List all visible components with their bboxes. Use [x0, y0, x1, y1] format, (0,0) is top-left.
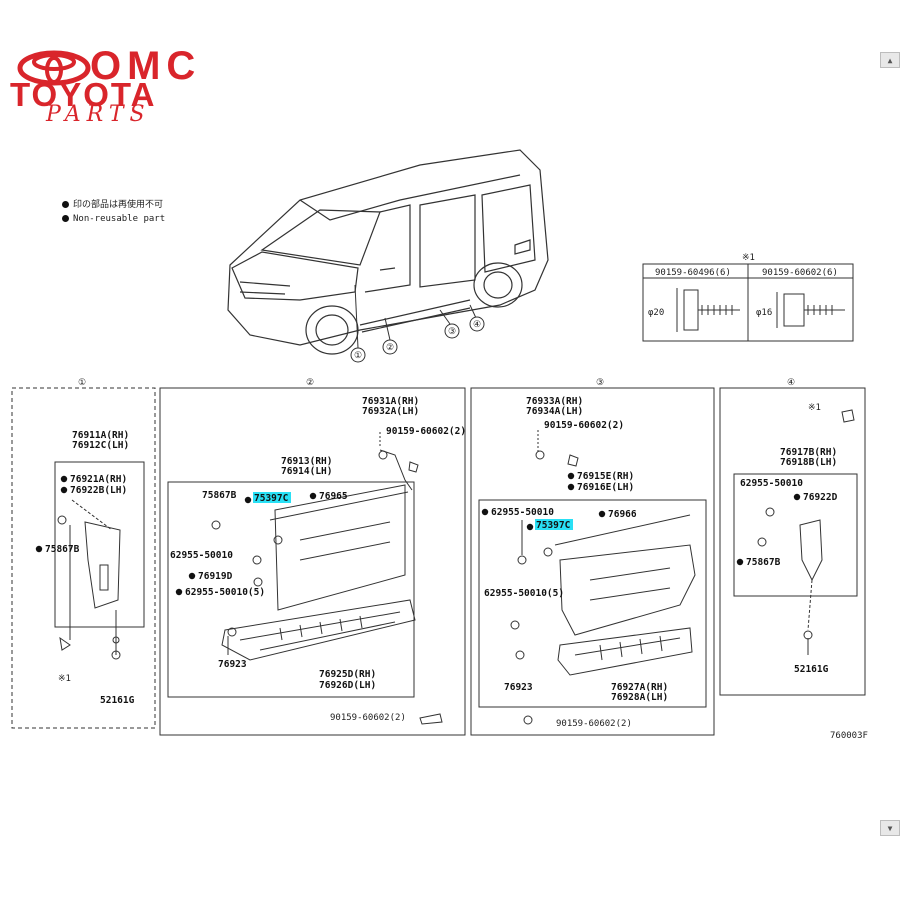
nonreusable-dot: [567, 472, 575, 480]
nonreusable-dot: [526, 523, 534, 531]
s3-label-11: 76928A(LH): [611, 692, 668, 703]
callout-2: ②: [386, 343, 394, 353]
scroll-down-button[interactable]: ▼: [880, 820, 900, 836]
nonreusable-dot: [188, 572, 196, 580]
van-illustration: [227, 149, 549, 355]
fastener-dim1: φ20: [648, 308, 664, 318]
s1-label-5: 52161G: [100, 695, 135, 706]
s3-label-10: 76927A(RH): [611, 682, 668, 693]
callout-3: ③: [448, 327, 456, 337]
nonreusable-dot: [598, 510, 606, 518]
s2-label-2: 90159-60602(2): [386, 426, 466, 437]
s2-label-10: 62955-50010(5): [185, 587, 265, 598]
nonreusable-dot: [736, 558, 744, 566]
bullet-icon: [62, 215, 69, 222]
s2-label-3: 76913(RH): [281, 456, 332, 467]
s3-label-9: 76923: [504, 682, 533, 693]
highlight-75397c: [535, 519, 573, 530]
s2-label-8: 62955-50010: [170, 550, 233, 561]
callout-1: ①: [354, 351, 362, 361]
s4-label-1: 76917B(RH): [780, 447, 837, 458]
nonreusable-dot: [309, 492, 317, 500]
s1-label-2: 76921A(RH): [70, 474, 127, 485]
van-callouts: [350, 284, 485, 363]
s4-label-3: 62955-50010: [740, 478, 803, 489]
nonreusable-dot: [175, 588, 183, 596]
s2-label-14: 90159-60602(2): [330, 713, 406, 723]
section-2-num: ②: [306, 378, 314, 388]
nonreusable-dot: [60, 475, 68, 483]
s3-label-12: 90159-60602(2): [556, 719, 632, 729]
s2-label-7: 76965: [319, 491, 348, 502]
s3-label-2: 90159-60602(2): [544, 420, 624, 431]
fastener-note: ※1: [742, 253, 755, 263]
s3-label-7: 76966: [608, 509, 637, 520]
s2-label-13: 76926D(LH): [319, 680, 376, 691]
s4-label-5: 75867B: [746, 557, 781, 568]
nonreusable-dot: [60, 486, 68, 494]
s3-label-3: 76915E(RH): [577, 471, 634, 482]
s2-label-5: 75867B: [202, 490, 237, 501]
toyota-text: TOYOTA: [10, 76, 157, 113]
s4-label-4: 76922D: [803, 492, 838, 503]
nonreusable-dot: [244, 496, 252, 504]
s1-label-1: 76912C(LH): [72, 440, 129, 451]
fastener-table: [642, 263, 854, 342]
s2-label-0: 76931A(RH): [362, 396, 419, 407]
nonreusable-dot: [567, 483, 575, 491]
s2-label-6: 75397C: [254, 493, 289, 504]
s2-label-12: 76925D(RH): [319, 669, 376, 680]
s2-label-11: 76923: [218, 659, 247, 670]
parts-text: PARTS: [46, 102, 151, 127]
s3-label-6: 75397C: [536, 520, 571, 531]
fastener-col2: 90159-60602(6): [762, 268, 838, 278]
nonreusable-dot: [35, 545, 43, 553]
s3-label-5: 62955-50010: [491, 507, 554, 518]
s2-label-4: 76914(LH): [281, 466, 332, 477]
section-3-frame: [470, 387, 715, 736]
fastener-dim2: φ16: [756, 308, 772, 318]
legend-jp: 印の部品は再使用不可: [62, 198, 165, 212]
diagram-code: 760003F: [830, 731, 868, 741]
highlight-75397c: [253, 492, 291, 503]
s1-label-4: 75867B: [45, 544, 80, 555]
s1-label-3: 76922B(LH): [70, 485, 127, 496]
section-3-num: ③: [596, 378, 604, 388]
callout-4: ④: [473, 320, 481, 330]
s3-label-8: 62955-50010(5): [484, 588, 564, 599]
s4-label-2: 76918B(LH): [780, 457, 837, 468]
s4-label-0: ※1: [808, 403, 821, 413]
s1-label-0: 76911A(RH): [72, 430, 129, 441]
legend-en: Non-reusable part: [62, 212, 165, 226]
s3-label-0: 76933A(RH): [526, 396, 583, 407]
s4-label-6: 52161G: [794, 664, 829, 675]
nonreusable-dot: [481, 508, 489, 516]
section-1-num: ①: [78, 378, 86, 388]
s3-label-1: 76934A(LH): [526, 406, 583, 417]
s3-label-4: 76916E(LH): [577, 482, 634, 493]
section-2-frame: [159, 387, 466, 736]
nonreusable-dot: [793, 493, 801, 501]
section-4-frame: [719, 387, 866, 696]
legend: 印の部品は再使用不可 Non-reusable part: [62, 198, 165, 226]
bullet-icon: [62, 201, 69, 208]
omc-text: OMC: [90, 44, 202, 88]
s2-label-1: 76932A(LH): [362, 406, 419, 417]
s1-label-6: ※1: [58, 674, 71, 684]
omc-logo: [17, 50, 91, 86]
section-4-num: ④: [787, 378, 795, 388]
s2-label-9: 76919D: [198, 571, 233, 582]
section-1-frame: [11, 387, 156, 729]
fastener-col1: 90159-60496(6): [655, 268, 731, 278]
